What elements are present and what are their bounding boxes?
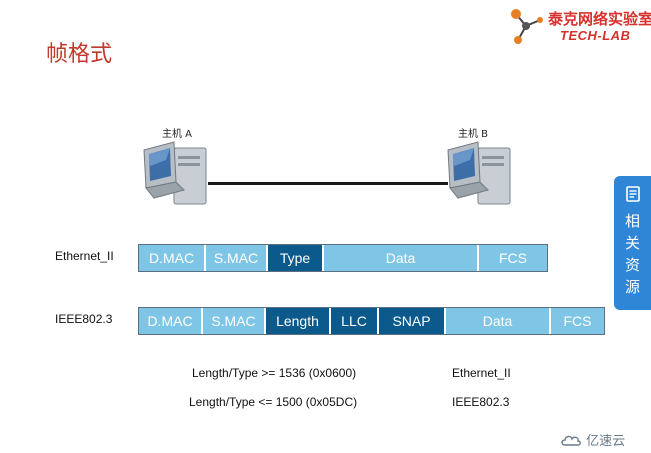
document-icon: [625, 186, 640, 202]
host-b-label: 主机 B: [458, 129, 489, 140]
ieee8023-label: IEEE802.3: [55, 312, 113, 326]
molecule-icon: [511, 9, 543, 44]
network-link: [208, 182, 448, 185]
eth-field-data: Data: [324, 245, 479, 271]
ieee-field-smac: S.MAC: [203, 308, 266, 334]
ieee8023-frame: D.MAC S.MAC Length LLC SNAP Data FCS: [138, 307, 605, 335]
ethernet-ii-frame: D.MAC S.MAC Type Data FCS: [138, 244, 548, 272]
ieee-field-dmac: D.MAC: [139, 308, 203, 334]
note-rule-ethernet-ii: Length/Type >= 1536 (0x0600): [192, 366, 357, 380]
eth-field-fcs: FCS: [479, 245, 547, 271]
logo-english-text: TECH-LAB: [560, 28, 631, 43]
ethernet-ii-label: Ethernet_II: [55, 249, 114, 263]
ieee-field-snap: SNAP: [379, 308, 446, 334]
ieee-field-length: Length: [266, 308, 331, 334]
tech-lab-logo: 泰克网络实验室 TECH-LAB: [508, 6, 651, 46]
page-title: 帧格式: [46, 42, 113, 67]
logo-chinese-text: 泰克网络实验室: [548, 10, 651, 28]
computer-icon-a: [143, 141, 207, 205]
ieee-field-fcs: FCS: [551, 308, 604, 334]
related-resources-tab[interactable]: 相 关 资 源: [614, 176, 651, 310]
watermark-text: 亿速云: [586, 434, 626, 449]
note-type-ethernet-ii: Ethernet_II: [452, 366, 511, 380]
side-tab-char: 相: [624, 212, 640, 230]
eth-field-dmac: D.MAC: [139, 245, 206, 271]
cloud-icon: [561, 435, 581, 446]
note-type-ieee8023: IEEE802.3: [452, 395, 510, 409]
ieee-field-data: Data: [446, 308, 551, 334]
side-tab-char: 关: [624, 234, 640, 252]
note-rule-ieee8023: Length/Type <= 1500 (0x05DC): [189, 395, 358, 409]
eth-field-smac: S.MAC: [206, 245, 268, 271]
eth-field-type: Type: [268, 245, 324, 271]
side-tab-char: 源: [624, 278, 640, 296]
host-a-label: 主机 A: [162, 129, 193, 140]
watermark: 亿速云: [560, 430, 625, 449]
computer-icon-b: [447, 141, 511, 205]
ieee-field-llc: LLC: [331, 308, 379, 334]
side-tab-char: 资: [624, 256, 640, 274]
